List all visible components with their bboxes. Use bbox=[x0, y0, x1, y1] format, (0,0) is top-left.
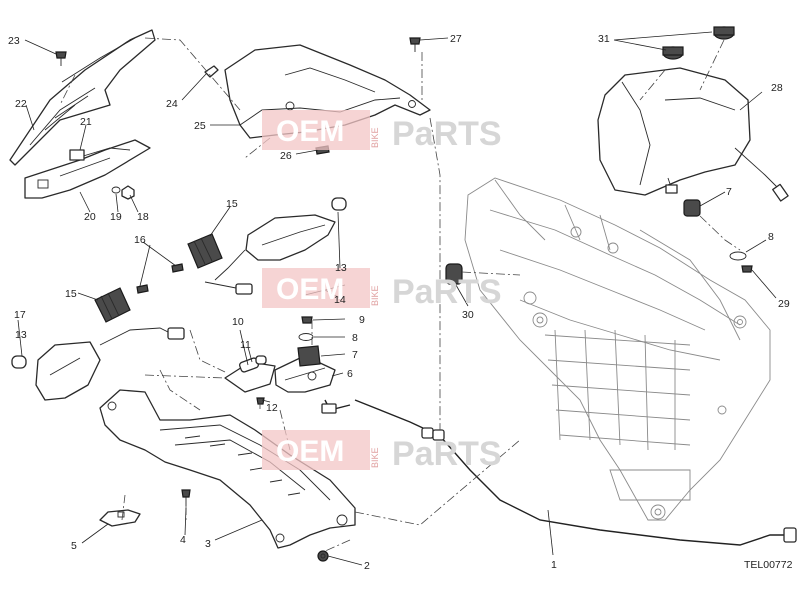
callout-26: 26 bbox=[280, 150, 292, 162]
screw-16-lower bbox=[136, 284, 149, 294]
grommet-7-right bbox=[683, 199, 701, 217]
watermark-right-top: PaRTS bbox=[392, 115, 502, 153]
callout-11: 11 bbox=[240, 339, 251, 351]
watermark-right-mid: PaRTS bbox=[392, 273, 502, 311]
callout-10: 10 bbox=[232, 316, 244, 328]
rubber-pad-5 bbox=[99, 509, 141, 527]
callout-16: 16 bbox=[134, 234, 146, 246]
callout-8-center: 8 bbox=[352, 332, 358, 344]
watermark-left-bottom: OEM bbox=[276, 435, 344, 468]
turn-signal-right bbox=[204, 214, 336, 295]
callout-7-right: 7 bbox=[726, 186, 732, 198]
callout-30: 30 bbox=[462, 309, 474, 321]
plate-bracket-20 bbox=[24, 139, 151, 199]
callout-3: 3 bbox=[205, 538, 211, 550]
callout-25: 25 bbox=[194, 120, 206, 132]
watermark-side-bottom: BIKE bbox=[370, 447, 380, 468]
callout-23: 23 bbox=[8, 35, 20, 47]
bulb-13-lower bbox=[11, 355, 27, 369]
screw-16-upper bbox=[171, 263, 184, 273]
watermark-side-top: BIKE bbox=[370, 127, 380, 148]
turn-signal-left bbox=[35, 327, 185, 401]
callout-27: 27 bbox=[450, 33, 462, 45]
callout-17: 17 bbox=[14, 309, 26, 321]
callout-31: 31 bbox=[598, 33, 610, 45]
callout-9: 9 bbox=[359, 314, 365, 326]
plate-holder-bracket bbox=[99, 389, 356, 549]
watermark-left-top: OEM bbox=[276, 115, 344, 148]
watermark-right-bottom: PaRTS bbox=[392, 435, 502, 473]
callout-12: 12 bbox=[266, 402, 278, 414]
callout-19: 19 bbox=[110, 211, 122, 223]
grommet-15-upper bbox=[187, 233, 223, 269]
grommet-15-lower bbox=[94, 287, 131, 323]
callout-22: 22 bbox=[15, 98, 27, 110]
nut-18 bbox=[121, 185, 135, 200]
callout-13-upper: 13 bbox=[335, 262, 347, 274]
assembly-lines bbox=[59, 37, 741, 553]
watermark-middle: OEM BIKE PaRTS bbox=[262, 268, 502, 311]
spacer-21 bbox=[69, 149, 85, 161]
rear-subframe bbox=[464, 177, 771, 521]
callout-15-upper: 15 bbox=[226, 198, 238, 210]
watermark-side-mid: BIKE bbox=[370, 285, 380, 306]
callout-15-lower: 15 bbox=[65, 288, 77, 300]
callout-20: 20 bbox=[84, 211, 96, 223]
callout-29: 29 bbox=[778, 298, 790, 310]
callout-4: 4 bbox=[180, 534, 186, 546]
watermark-left-mid: OEM bbox=[276, 273, 344, 306]
callout-1: 1 bbox=[551, 559, 557, 571]
screw-9 bbox=[301, 316, 313, 324]
washer-19 bbox=[111, 186, 121, 194]
plate-light-10-11 bbox=[224, 355, 276, 393]
bulb-13-upper bbox=[331, 197, 347, 211]
control-unit-28 bbox=[597, 67, 789, 202]
callout-18: 18 bbox=[137, 211, 149, 223]
bracket-screw-4 bbox=[181, 489, 191, 506]
callout-5: 5 bbox=[71, 540, 77, 552]
wiring-harness-1 bbox=[321, 399, 797, 546]
drawing-code: TEL00772 bbox=[744, 559, 793, 571]
callout-13-lower: 13 bbox=[15, 329, 27, 341]
clip-24 bbox=[204, 65, 219, 78]
callout-6: 6 bbox=[347, 368, 353, 380]
washer-8-center bbox=[298, 333, 314, 341]
screw-23 bbox=[55, 51, 67, 66]
callout-7-center: 7 bbox=[352, 349, 358, 361]
plate-support-22 bbox=[9, 29, 156, 166]
watermark-top: OEM BIKE PaRTS bbox=[262, 110, 502, 153]
screw-27 bbox=[409, 37, 421, 52]
callout-28: 28 bbox=[771, 82, 783, 94]
grommet-7-center bbox=[297, 345, 321, 367]
callout-2: 2 bbox=[364, 560, 370, 572]
screw-12 bbox=[256, 397, 265, 405]
bracket-nut-2 bbox=[317, 550, 329, 562]
grommet-30 bbox=[445, 263, 463, 285]
callout-24: 24 bbox=[166, 98, 178, 110]
callout-21: 21 bbox=[80, 116, 92, 128]
callout-labels: 1 2 3 4 5 6 7 8 9 10 11 12 13 13 14 15 1… bbox=[8, 33, 793, 572]
rubber-cap-31b bbox=[713, 26, 735, 40]
screw-29 bbox=[741, 265, 753, 273]
rubber-cap-31a bbox=[662, 46, 684, 60]
callout-8-right: 8 bbox=[768, 231, 774, 243]
watermark-bottom: OEM BIKE PaRTS bbox=[262, 430, 502, 473]
washer-8-right bbox=[729, 251, 747, 261]
callout-14: 14 bbox=[334, 294, 346, 306]
